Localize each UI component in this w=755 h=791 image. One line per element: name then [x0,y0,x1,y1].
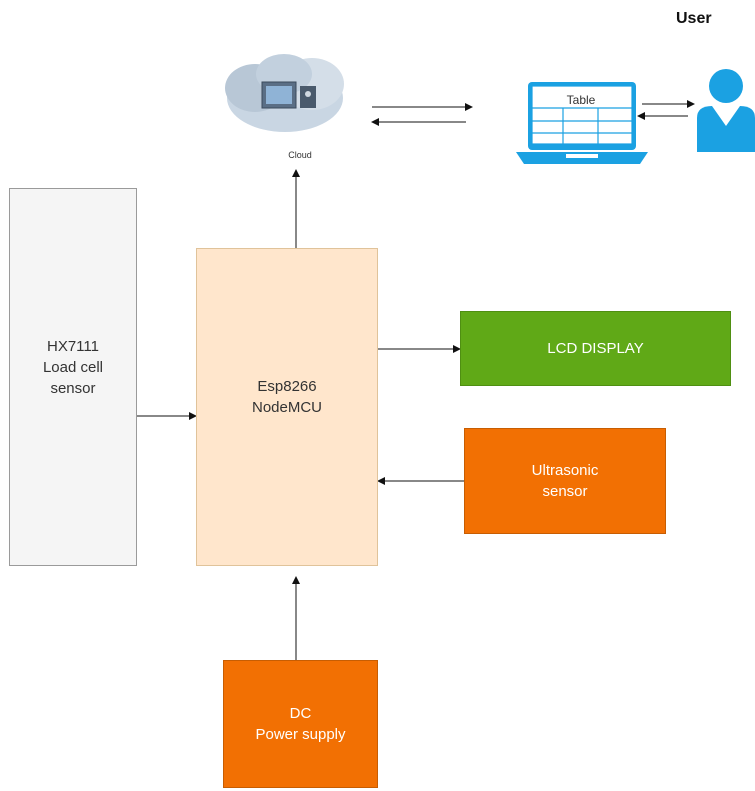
user-label: User [676,10,712,27]
nodemcu-block: Esp8266 NodeMCU [196,248,378,566]
sensor-line-1: HX7111 [47,337,99,355]
laptop-icon [516,82,648,164]
cloud-label: Cloud [288,150,312,160]
power-line-1: DC [289,705,312,722]
power-supply-block: DC Power supply [223,660,378,788]
load-cell-sensor-block: HX7111 Load cell sensor [9,188,137,566]
laptop-screen-label: Table [566,93,596,107]
sensor-line-3: sensor [50,379,96,397]
mcu-line-2: NodeMCU [251,399,323,416]
ultrasonic-line-2: sensor [542,483,588,500]
cloud-icon [225,54,344,132]
ultrasonic-sensor-block: Ultrasonic sensor [464,428,666,534]
lcd-label: LCD DISPLAY [547,340,644,357]
user-icon [697,69,755,152]
lcd-display-block: LCD DISPLAY [460,311,731,386]
power-line-2: Power supply [255,726,346,743]
ultrasonic-line-1: Ultrasonic [531,462,599,479]
table-grid [531,85,633,145]
sensor-line-2: Load cell [42,358,104,376]
mcu-line-1: Esp8266 [257,378,317,395]
